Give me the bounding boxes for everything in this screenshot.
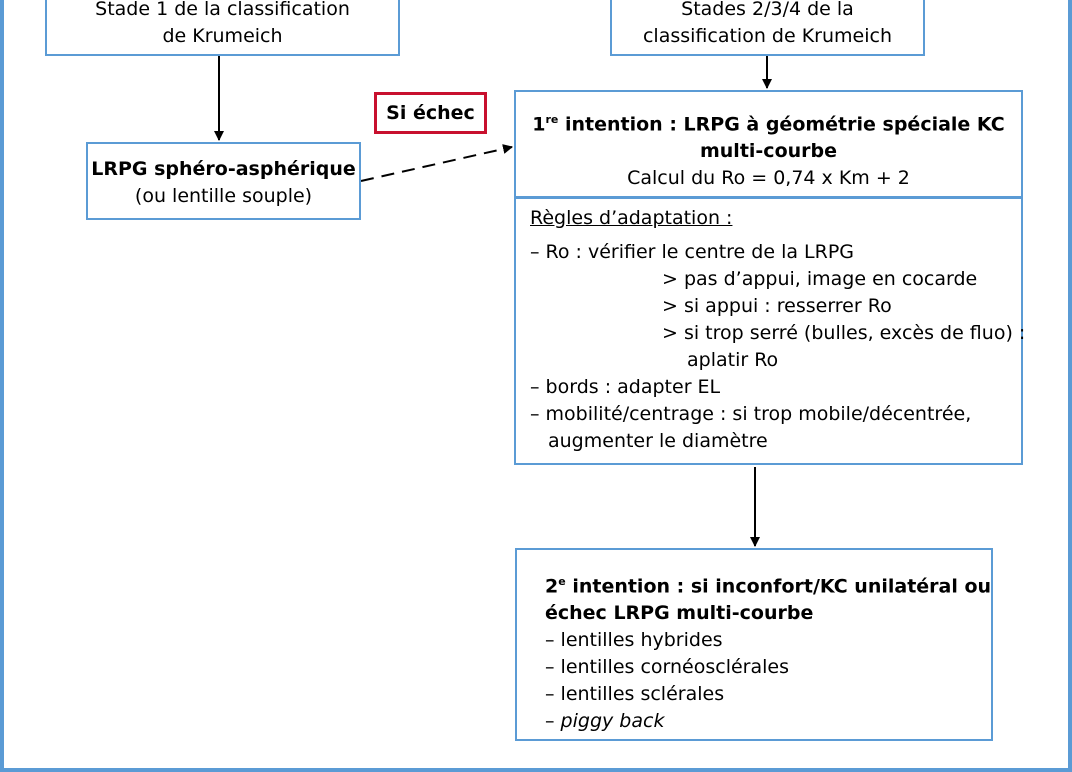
first-intention-ordinal-sup: re xyxy=(545,113,559,126)
stage1-box: Stade 1 de la classification de Krumeich xyxy=(45,0,400,56)
second-intention-last-italic: piggy back xyxy=(560,710,665,733)
second-intention-title-line2: échec LRPG multi-courbe xyxy=(545,602,814,625)
stage1-line2: de Krumeich xyxy=(162,25,283,47)
second-intention-item: – lentilles hybrides xyxy=(545,629,723,652)
rule-item: aplatir Ro xyxy=(687,349,779,371)
first-intention-formula: Calcul du Ro = 0,74 x Km + 2 xyxy=(627,167,910,190)
arrow-dashed-sphero-to-first-intention xyxy=(360,144,513,182)
second-intention-title-text: intention : si inconfort/KC unilatéral o… xyxy=(565,575,992,598)
rule-item: – mobilité/centrage : si trop mobile/déc… xyxy=(530,403,972,425)
rule-item: > si appui : resserrer Ro xyxy=(662,295,892,317)
first-intention-title-line2: multi-courbe xyxy=(699,140,838,163)
second-intention-title-line1: 2e intention : si inconfort/KC unilatéra… xyxy=(545,568,991,600)
sphero-subtitle: (ou lentille souple) xyxy=(134,185,313,207)
second-intention-item-last: – piggy back xyxy=(545,708,991,735)
rules-title: Règles d’adaptation : xyxy=(530,207,733,229)
rule-item: – bords : adapter EL xyxy=(530,376,721,398)
stage234-line1: Stades 2/3/4 de la xyxy=(681,0,854,20)
failure-badge: Si échec xyxy=(374,92,487,134)
rule-item: > pas d’appui, image en cocarde xyxy=(662,268,978,290)
first-intention-title-text: intention : LRPG à géométrie spéciale KC xyxy=(558,113,1005,136)
sphero-box: LRPG sphéro-asphérique (ou lentille soup… xyxy=(86,142,361,220)
second-intention-ordinal-sup: e xyxy=(558,575,566,588)
rule-item: augmenter le diamètre xyxy=(548,430,768,452)
stage234-box: Stades 2/3/4 de la classification de Kru… xyxy=(610,0,925,56)
rule-item: > si trop serré (bulles, excès de fluo) … xyxy=(662,322,1026,344)
adaptation-rules-box: Règles d’adaptation : – Ro : vérifier le… xyxy=(514,197,1026,465)
second-intention-item: – lentilles sclérales xyxy=(545,683,725,706)
first-intention-box: 1re intention : LRPG à géométrie spécial… xyxy=(514,90,1023,198)
rule-item: – Ro : vérifier le centre de la LRPG xyxy=(530,241,855,263)
first-intention-title-line1: 1re intention : LRPG à géométrie spécial… xyxy=(516,106,1021,138)
second-intention-box: 2e intention : si inconfort/KC unilatéra… xyxy=(515,548,993,741)
stage1-line1: Stade 1 de la classification xyxy=(95,0,350,20)
first-intention-ordinal: 1 xyxy=(532,113,546,136)
sphero-title: LRPG sphéro-asphérique xyxy=(91,158,356,180)
stage234-line2: classification de Krumeich xyxy=(642,25,892,47)
second-intention-last-prefix: – xyxy=(545,710,561,733)
second-intention-ordinal: 2 xyxy=(545,575,559,598)
second-intention-item: – lentilles cornéosclérales xyxy=(545,656,790,679)
